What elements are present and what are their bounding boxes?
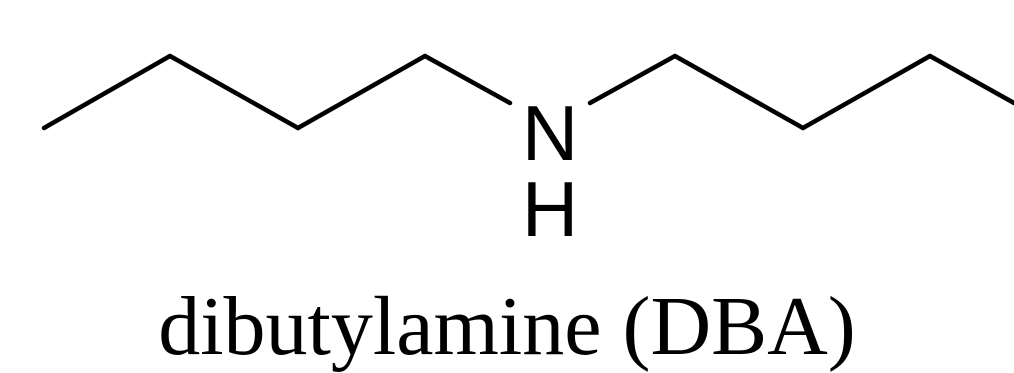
bond-left-c3-c4 — [295, 53, 428, 131]
bond-right-c3-c2 — [800, 53, 933, 131]
bond-left-c2-c3 — [167, 53, 301, 131]
bond-right-c2-c1 — [927, 53, 1014, 106]
bond-left-c1-c2 — [41, 53, 173, 131]
molecule-name-caption: dibutylamine (DBA) — [158, 280, 856, 373]
bond-n-right-c4 — [587, 53, 678, 106]
hydrogen-atom-label: H — [522, 165, 578, 253]
bond-left-c4-n — [422, 53, 513, 106]
nitrogen-atom-label: N — [522, 89, 578, 177]
bond-right-c4-c3 — [672, 53, 806, 131]
